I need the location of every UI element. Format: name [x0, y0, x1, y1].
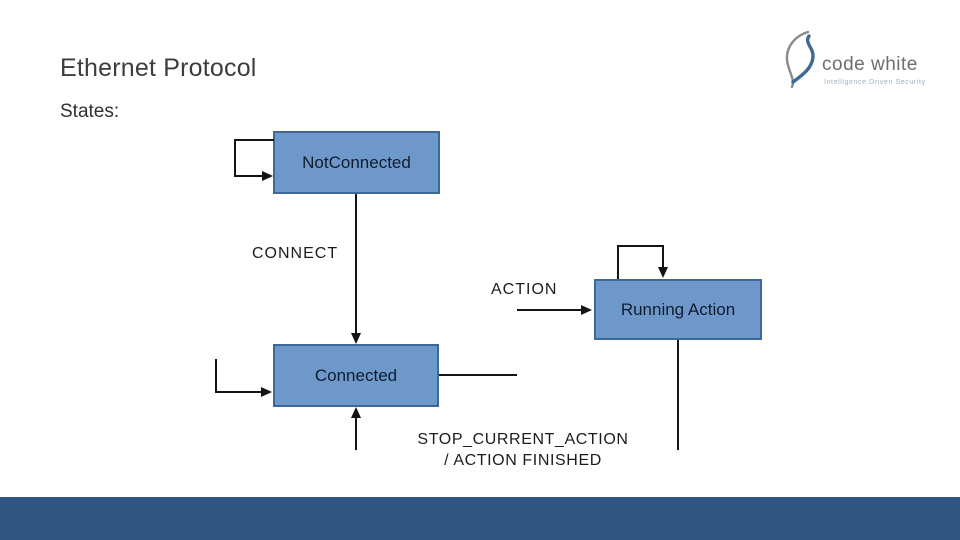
running-action-loop-left-line [617, 245, 619, 279]
action-transition-line [517, 309, 582, 311]
footer-accent-bar [0, 497, 960, 540]
state-box-notconnected: NotConnected [273, 131, 440, 194]
connected-entry-horizontal-line [215, 391, 261, 393]
states-subtitle: States: [60, 101, 120, 122]
page-title: Ethernet Protocol [60, 54, 257, 82]
stop-label-line2: / ACTION FINISHED [444, 452, 602, 469]
connected-entry-vertical-line [215, 359, 217, 393]
notconnected-loop-bottom-line [234, 175, 262, 177]
running-action-loop-right-line [662, 245, 664, 268]
connected-entry-arrowhead-icon [261, 387, 272, 397]
state-label-running-action: Running Action [620, 299, 736, 319]
company-logo: code white Intelligence Driven Security [780, 28, 930, 94]
transition-label-connect: CONNECT [252, 245, 339, 262]
connect-transition-line [355, 194, 357, 334]
logo-brand-text: code white [822, 54, 918, 75]
connected-incoming-bottom-line [355, 417, 357, 450]
connected-outgoing-line [439, 374, 517, 376]
notconnected-loop-top-line [234, 139, 274, 141]
running-action-outgoing-line [677, 340, 679, 450]
connected-incoming-arrowhead-icon [351, 407, 361, 418]
running-action-loop-top-line [617, 245, 664, 247]
running-action-loop-arrowhead-icon [658, 267, 668, 278]
state-box-connected: Connected [273, 344, 439, 407]
state-label-notconnected: NotConnected [302, 152, 411, 172]
notconnected-loop-left-line [234, 139, 236, 177]
notconnected-loop-arrowhead-icon [262, 171, 273, 181]
connect-transition-arrowhead-icon [351, 333, 361, 344]
stop-label-line1: STOP_CURRENT_ACTION [417, 431, 629, 448]
state-label-connected: Connected [314, 365, 398, 385]
logo-tagline: Intelligence Driven Security [824, 79, 926, 86]
state-box-running-action: Running Action [594, 279, 762, 340]
action-transition-arrowhead-icon [581, 305, 592, 315]
transition-label-stop-current-action: STOP_CURRENT_ACTION / ACTION FINISHED [395, 429, 651, 471]
transition-label-action: ACTION [491, 281, 558, 298]
